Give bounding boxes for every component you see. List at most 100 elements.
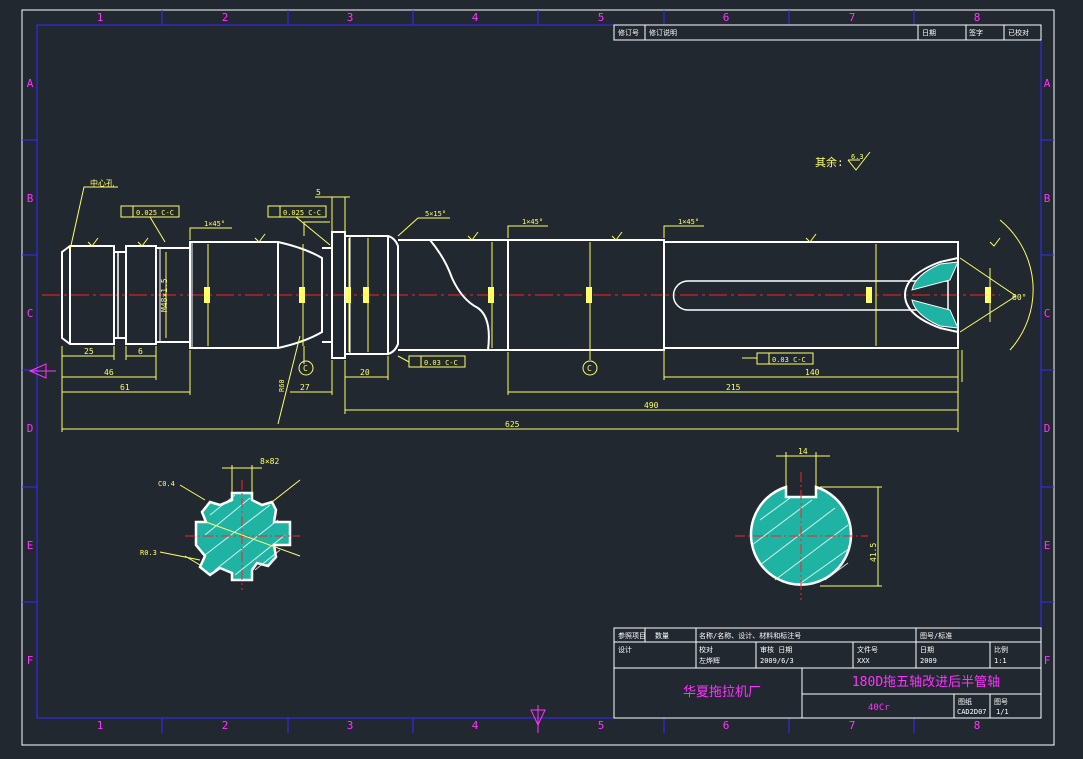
chamfer-label: 1×45°: [204, 220, 225, 228]
keyway-width-label: 14: [798, 447, 808, 456]
row-label: C: [1044, 307, 1051, 320]
runout-text: 0.03 C-C: [772, 356, 806, 364]
datum-c-bubble: [582, 360, 598, 376]
end-section-hatch: [911, 261, 959, 329]
col-label: 8: [974, 11, 981, 24]
row-label: A: [1044, 77, 1051, 90]
col-label: 8: [974, 719, 981, 732]
tb-cell: 名称/名称、设计、材料和标注号: [699, 631, 801, 640]
spline-section: [125, 245, 157, 345]
sheet-label: 图纸: [958, 697, 972, 706]
runout-frame: [267, 205, 327, 218]
datum-label: C: [587, 364, 592, 373]
zone-ticks: [22, 10, 1054, 733]
row-label: E: [1044, 539, 1051, 552]
rev-header: 已校对: [1008, 28, 1029, 37]
row-label: D: [1044, 422, 1051, 435]
keyway-slot: [672, 280, 949, 311]
dimension-text: 490: [644, 401, 659, 410]
dimension-text: 20: [360, 368, 370, 377]
dimension-text: 25: [84, 347, 94, 356]
col-label: 5: [598, 719, 605, 732]
dimension-text: 27: [300, 383, 310, 392]
inner-frame: [36, 24, 1042, 719]
col-label: 6: [723, 719, 730, 732]
c04-label: C0.4: [158, 480, 175, 488]
center-hole-label: 中心孔: [90, 178, 114, 188]
break-line: [429, 239, 490, 351]
dimension-lines: [61, 186, 1034, 432]
dimension-text: 215: [726, 383, 741, 392]
tb-cell: 2009/6/3: [760, 657, 794, 665]
col-label: 3: [347, 11, 354, 24]
rev-header: 签字: [969, 28, 983, 37]
tb-cell: 图号/标准: [920, 631, 952, 640]
runout-text: 0.03 C-C: [424, 359, 458, 367]
title-block: [613, 627, 1042, 719]
datum-label: C: [303, 364, 308, 373]
dimension-text: 5: [316, 188, 321, 197]
shaft-main-view: M48×1.5: [42, 178, 1034, 432]
shaft-collar: [331, 231, 346, 359]
row-label: A: [27, 77, 34, 90]
runout-text: 0.025 C-C: [136, 209, 174, 217]
left-center-marker: [28, 363, 56, 379]
col-label: 2: [222, 11, 229, 24]
tb-cell: 校对: [699, 645, 713, 654]
dimension-text: 6: [138, 347, 143, 356]
r03-label: R0.3: [140, 549, 157, 557]
rev-header: 修订说明: [649, 28, 677, 37]
col-label: 7: [849, 11, 856, 24]
tb-cell: XXX: [857, 657, 870, 665]
row-label: E: [27, 539, 34, 552]
dimension-text: 46: [104, 368, 114, 377]
roughness-symbol: [847, 151, 871, 171]
angle-label: 60°: [1012, 293, 1026, 302]
tb-cell: 设计: [618, 645, 632, 654]
runout-text: 0.025 C-C: [283, 209, 321, 217]
tb-cell: 审核 日期: [760, 645, 792, 654]
revision-table: [613, 24, 1042, 41]
row-label: D: [27, 422, 34, 435]
material-label: 40Cr: [868, 703, 890, 713]
rev-header: 日期: [922, 29, 936, 37]
col-label: 7: [849, 719, 856, 732]
drawing-title: 180D拖五轴改进后半管轴: [852, 675, 1000, 690]
keyway-section-view: 14 41.5: [735, 447, 882, 600]
tb-cell: 2009: [920, 657, 937, 665]
chamfer-label: 1×45°: [678, 218, 699, 226]
chamfer-label: 1×45°: [522, 218, 543, 226]
thread-label: M48×1.5: [160, 278, 169, 312]
tb-cell: 数量: [655, 631, 669, 640]
spline-section-view: 8×82 C0.4 R0.3: [140, 457, 301, 590]
drawing-number: CAD2D07: [957, 708, 987, 716]
tb-cell: 左烨辉: [699, 656, 720, 665]
row-label: F: [27, 654, 34, 667]
col-label: 1: [97, 719, 104, 732]
col-label: 4: [472, 719, 479, 732]
keyway-depth-label: 41.5: [869, 543, 878, 562]
col-label: 6: [723, 11, 730, 24]
drawing-no-label: 图号: [994, 698, 1008, 706]
col-label: 2: [222, 719, 229, 732]
bottom-center-marker: [530, 705, 546, 733]
dimension-text: 61: [120, 383, 130, 392]
col-label: 4: [472, 11, 479, 24]
datum-c-bubble: [298, 360, 314, 376]
company-name: 华夏拖拉机厂: [683, 685, 761, 700]
col-label: 5: [598, 11, 605, 24]
row-label: C: [27, 307, 34, 320]
col-label: 1: [97, 11, 104, 24]
sheet-number: 1/1: [996, 708, 1009, 716]
tb-cell: 1:1: [994, 657, 1007, 665]
chamfer-label: 5×15°: [425, 210, 446, 218]
shaft-key-end: [663, 241, 959, 349]
tb-cell: 比例: [994, 645, 1008, 654]
tb-cell: 日期: [920, 646, 934, 654]
tb-cell: 文件号: [857, 645, 878, 654]
row-label: F: [1044, 654, 1051, 667]
row-label: B: [27, 192, 34, 205]
rev-header: 修订号: [618, 28, 639, 37]
